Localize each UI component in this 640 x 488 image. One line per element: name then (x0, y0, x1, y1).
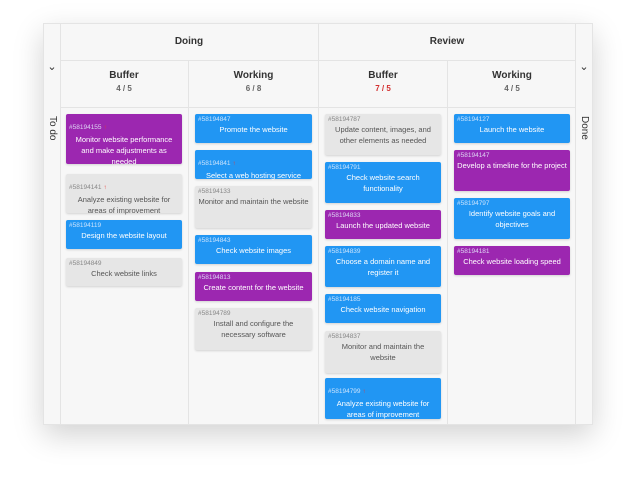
card-title: Develop a timeline for the project (457, 161, 567, 170)
card-title: Launch the website (479, 125, 545, 134)
column-header-doing-buffer: Buffer 4 / 5 (60, 60, 188, 108)
card-id: #58194843 (198, 237, 231, 244)
wip-count: 6 / 8 (245, 84, 262, 93)
column-title: Working (492, 70, 532, 81)
card-title: Select a web hosting service (205, 171, 302, 180)
column-title: Working (233, 70, 274, 81)
chevron-down-icon[interactable]: ⌄ (47, 61, 57, 73)
lane-doing-buffer: #58194155↑Monitor website performance an… (60, 107, 188, 424)
card-id: #58194119 (69, 222, 102, 229)
card-title: Promote the website (219, 125, 288, 134)
card-title: Create content for the website (203, 283, 304, 292)
card-id: #58194849 (69, 260, 102, 267)
card-id: #58194797 (457, 200, 490, 207)
row-label-done: Done (579, 116, 590, 140)
card-title: Monitor and maintain the website (198, 197, 309, 206)
wip-count: 4 / 5 (116, 84, 132, 93)
task-card[interactable]: #58194141↑ Analyze existing website for a… (66, 174, 182, 215)
row-label-todo: To do (47, 116, 58, 141)
card-id: #58194185 (328, 296, 361, 303)
card-title: Check website loading speed (463, 257, 561, 266)
card-title: Identify website goals and objectives (468, 209, 556, 229)
wip-count-over-limit: 7 / 5 (375, 84, 391, 93)
card-title: Launch the updated website (336, 221, 430, 230)
card-id: #58194839 (328, 248, 361, 255)
card-id: #58194133 (198, 188, 231, 195)
column-divider (188, 60, 189, 424)
column-title: Buffer (368, 70, 398, 81)
card-title: Analyze existing website for areas of im… (336, 399, 430, 419)
card-title: Check website links (91, 269, 157, 278)
task-card[interactable]: #58194799↑ Analyze existing website for a… (325, 378, 441, 419)
group-divider (318, 24, 319, 424)
column-title: Buffer (109, 70, 139, 81)
row-header-todo: ⌄ To do (44, 24, 61, 424)
priority-up-arrow-icon: ↑ (103, 185, 107, 191)
card-id: #58194799 (328, 388, 361, 395)
card-id: #58194155 (69, 124, 102, 131)
card-title: Choose a domain name and register it (335, 257, 431, 277)
card-title: Update content, images, and other elemen… (335, 125, 431, 145)
column-header-review-working: Working 4 / 5 (448, 60, 576, 108)
card-title: Check website images (215, 246, 292, 255)
kanban-board: ⌄ To do ⌄ Done Doing Review Buffer 4 / 5… (43, 23, 593, 425)
group-header-doing: Doing (60, 24, 318, 61)
card-id: #58194791 (328, 164, 361, 171)
column-header-doing-working: Working 6 / 8 (189, 60, 318, 108)
card-title: Check website search functionality (346, 173, 420, 193)
task-card[interactable]: #58194841↑ Select a web hosting service (195, 150, 312, 180)
chevron-down-icon[interactable]: ⌄ (579, 61, 589, 73)
task-card[interactable]: #58194155↑ Monitor website performance an… (66, 114, 182, 166)
card-title: Check website navigation (340, 305, 426, 314)
priority-up-arrow-icon: ↑ (103, 125, 107, 131)
card-id: #58194833 (328, 212, 361, 219)
card-id: #58194147 (457, 152, 490, 159)
card-id: #58194181 (457, 248, 490, 255)
column-divider (447, 60, 448, 424)
row-header-done: ⌄ Done (575, 24, 592, 424)
card-id: #58194787 (328, 116, 361, 123)
priority-up-arrow-icon: ↑ (232, 161, 236, 167)
card-title: Monitor and maintain the website (341, 342, 425, 362)
card-title: Monitor website performance and make adj… (75, 135, 173, 166)
card-id: #58194141 (69, 184, 102, 191)
card-id: #58194841 (198, 160, 231, 167)
card-title: Analyze existing website for areas of im… (77, 195, 171, 215)
card-title: Design the website layout (81, 231, 167, 240)
priority-up-arrow-icon: ↑ (362, 389, 366, 395)
group-header-review: Review (318, 24, 576, 61)
column-header-review-buffer: Buffer 7 / 5 (319, 60, 447, 108)
card-id: #58194127 (457, 116, 490, 123)
wip-count: 4 / 5 (504, 84, 520, 93)
card-title: Install and configure the necessary soft… (213, 319, 294, 339)
card-id: #58194837 (328, 333, 361, 340)
card-id: #58194813 (198, 274, 231, 281)
card-id: #58194847 (198, 116, 231, 123)
card-id: #58194789 (198, 310, 231, 317)
